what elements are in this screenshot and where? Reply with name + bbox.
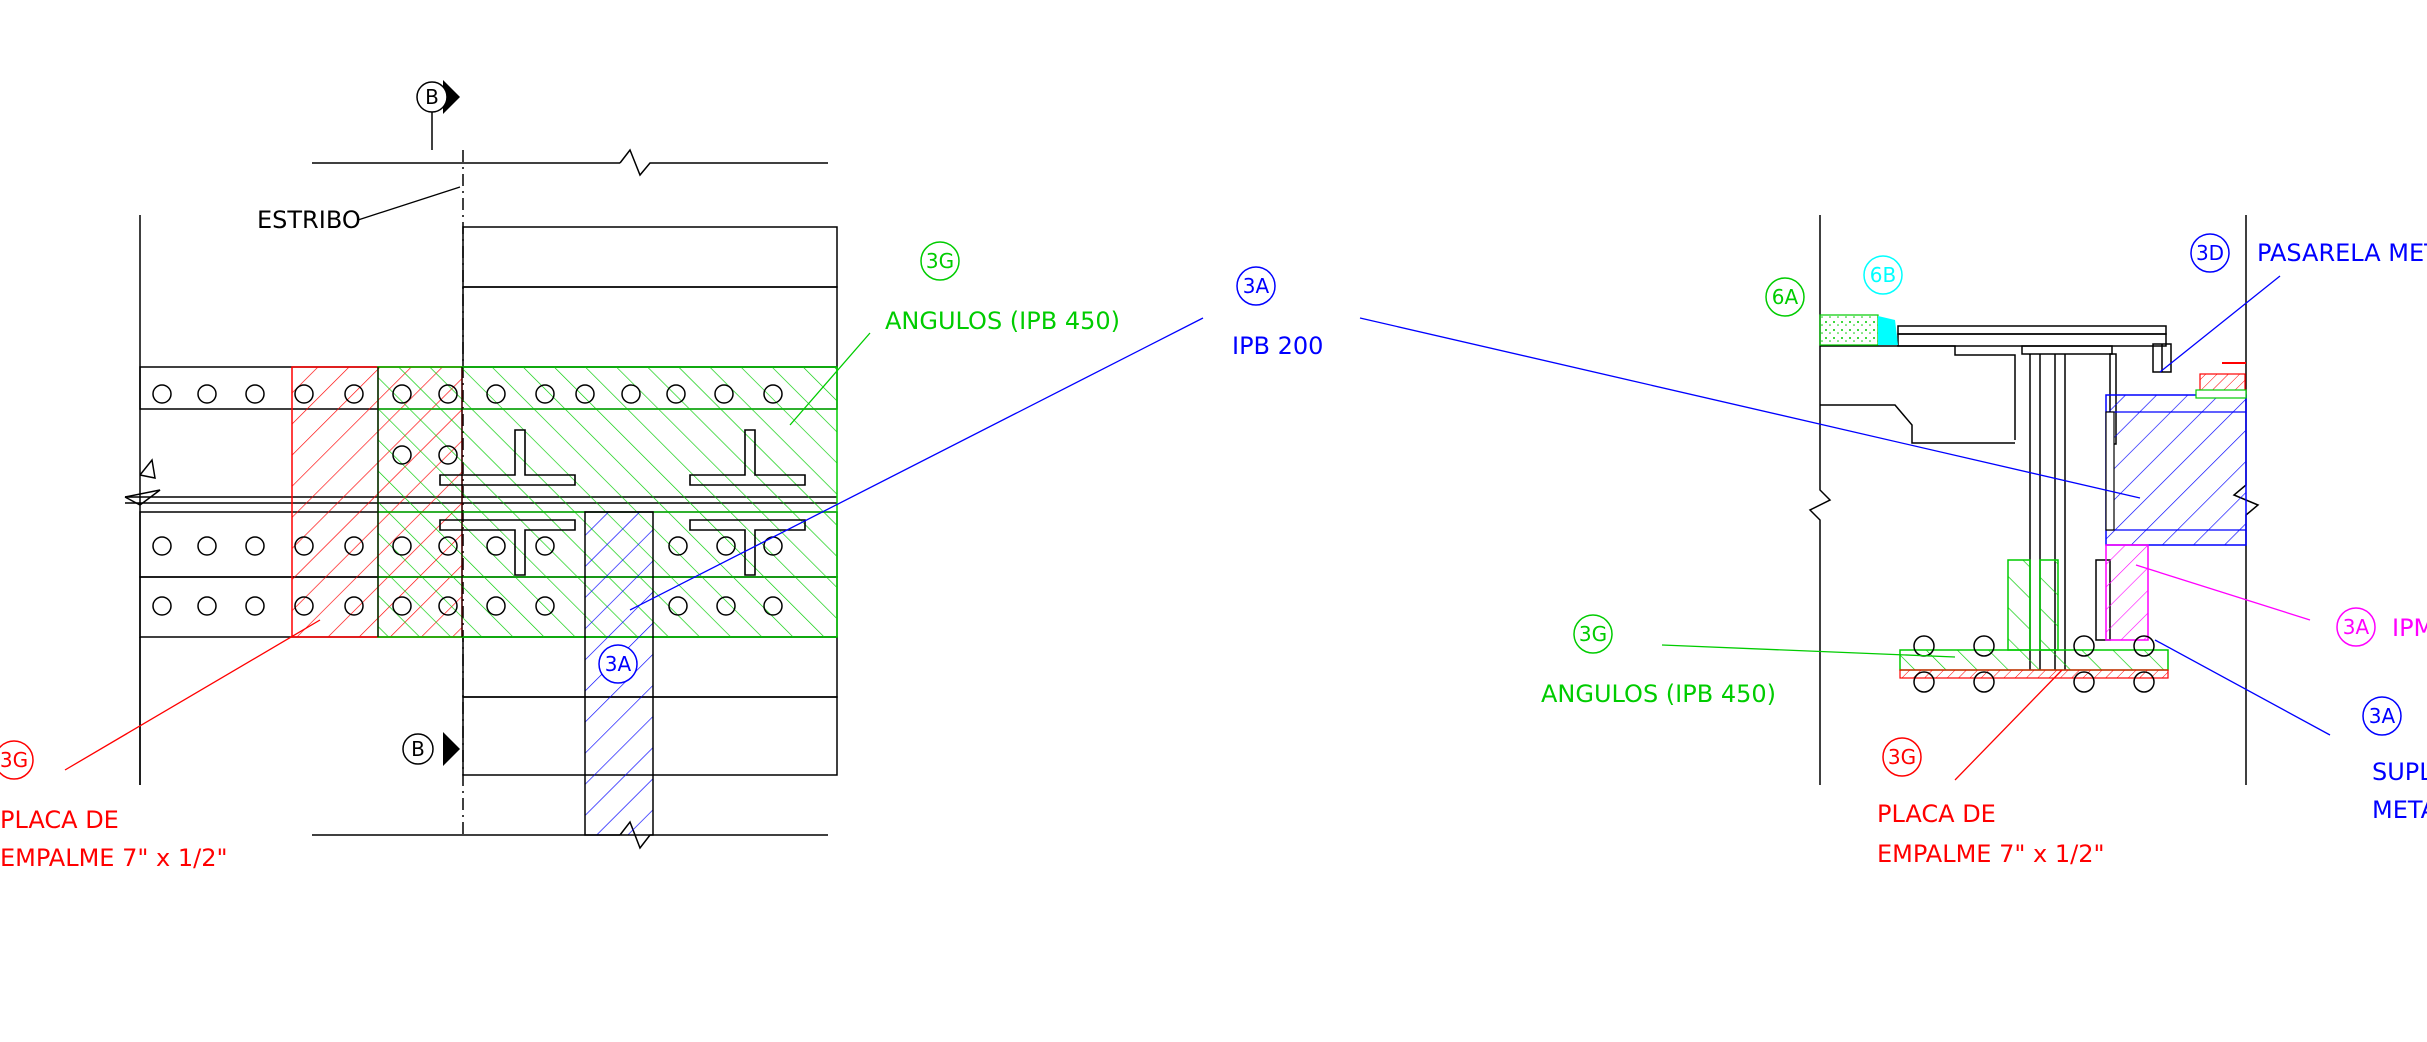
angulos-label: ANGULOS (IPB 450) (885, 307, 1120, 335)
bolt-hole (438, 445, 458, 465)
angle-flange (1899, 649, 2169, 671)
bolt-hole (344, 596, 364, 616)
bolt-hole (716, 596, 736, 616)
bolt-hole (344, 536, 364, 556)
bolt-hole (392, 445, 412, 465)
bolt-hole (294, 384, 314, 404)
bolt-hole (535, 536, 555, 556)
bolt-hole (486, 536, 506, 556)
placa-line2: EMPALME 7" x 1/2" (0, 844, 228, 872)
right-angulos-tag: 3G (1579, 622, 1607, 646)
bolt-hole (763, 384, 783, 404)
section-marker-top-label: B (425, 85, 439, 109)
section-marker-bottom: B (402, 732, 460, 766)
splice-plate (1899, 669, 2169, 679)
right-placa-tag: 3G (1888, 745, 1916, 769)
angulos-tag: 3G (926, 249, 954, 273)
ipb-label: IPB 200 (1232, 332, 1323, 360)
bolt-hole (486, 596, 506, 616)
bolt-hole (294, 596, 314, 616)
bolt-hole (197, 536, 217, 556)
ipm-tag: 3A (2343, 615, 2370, 639)
estribo-label: ESTRIBO (257, 206, 361, 234)
bolt-holes (152, 384, 783, 616)
placa-tag: 3G (0, 748, 28, 772)
ipm-block (2105, 544, 2149, 641)
bolt-hole (344, 384, 364, 404)
ipm-label: IPM (2392, 614, 2427, 642)
angle-section-left (2007, 559, 2031, 651)
fill-6a (1819, 314, 1879, 346)
bolt-hole (197, 596, 217, 616)
bolt-hole (668, 596, 688, 616)
right-view: 6A 6B 3D PASARELA META 3G ANGULOS (IPB 4… (1359, 215, 2427, 868)
bolt-hole (245, 384, 265, 404)
bolt-hole (392, 384, 412, 404)
suple-tag: 3A (2369, 704, 2396, 728)
bolt-hole (763, 596, 783, 616)
suple-line2: METALICO (2372, 796, 2427, 824)
bolt-hole (535, 596, 555, 616)
left-view: B B ESTRIBO 3G ANGULOS (IPB 450) 3A IPB … (0, 80, 1323, 872)
right-angulos-label: ANGULOS (IPB 450) (1541, 680, 1776, 708)
bolt-hole (535, 384, 555, 404)
placa-line1: PLACA DE (0, 806, 119, 834)
bolt-hole (294, 536, 314, 556)
bolt-hole (438, 536, 458, 556)
ipb-tag: 3A (1243, 274, 1270, 298)
bolt-hole (152, 536, 172, 556)
support-block (2105, 394, 2247, 546)
pad (2199, 373, 2246, 393)
section-marker-top: B (416, 80, 460, 150)
bolt-heads (1913, 635, 2155, 693)
bolt-hole (575, 384, 595, 404)
section-marker-bottom-label: B (411, 737, 425, 761)
fill-6b (1878, 316, 1898, 345)
bolt-hole (245, 536, 265, 556)
bolt-hole (714, 384, 734, 404)
tag-6a: 6A (1772, 285, 1799, 309)
pasarela-tag: 3D (2196, 241, 2224, 265)
pasarela-label: PASARELA META (2257, 239, 2427, 267)
angle-profiles (439, 429, 806, 576)
bolt-hole (245, 596, 265, 616)
bolt-hole (392, 596, 412, 616)
right-placa-line2: EMPALME 7" x 1/2" (1877, 840, 2105, 868)
bolt-hole (666, 384, 686, 404)
right-placa-line1: PLACA DE (1877, 800, 1996, 828)
bolt-hole (392, 536, 412, 556)
bolt-hole (668, 536, 688, 556)
bolt-hole (152, 384, 172, 404)
tag-6b: 6B (1870, 263, 1896, 287)
bolt-hole (197, 384, 217, 404)
beam-tag: 3A (605, 652, 632, 676)
bolt-hole (716, 536, 736, 556)
bolt-hole (621, 384, 641, 404)
angle-section-right (2039, 559, 2059, 651)
bolt-hole (486, 384, 506, 404)
bolt-hole (438, 384, 458, 404)
bolt-hole (438, 596, 458, 616)
suple-line1: SUPLEME (2372, 758, 2427, 786)
bolt-hole (152, 596, 172, 616)
